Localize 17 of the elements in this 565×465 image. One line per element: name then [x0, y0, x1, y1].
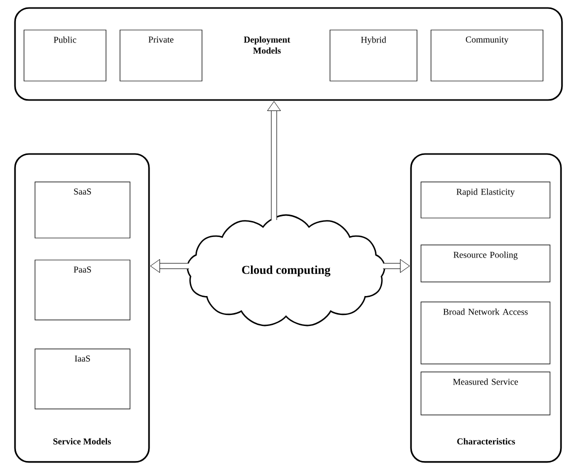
- item-box: Measured Service: [420, 372, 550, 416]
- item-box: IaaS: [34, 348, 130, 410]
- item-box: SaaS: [34, 182, 130, 238]
- block-arrow: [267, 101, 281, 220]
- group-title: Characteristics: [457, 438, 516, 444]
- group-title: Deployment Models: [244, 36, 290, 54]
- item-box: Public: [24, 30, 106, 82]
- item-box: Broad Network Access: [420, 302, 550, 364]
- item-box: Hybrid: [330, 30, 418, 82]
- group-title: Service Models: [53, 438, 111, 444]
- block-arrow: [383, 259, 410, 273]
- item-box: Private: [120, 30, 202, 82]
- item-box: PaaS: [34, 260, 130, 320]
- block-arrow: [150, 259, 189, 273]
- item-box: Community: [430, 30, 544, 82]
- item-box: Resource Pooling: [420, 244, 550, 282]
- item-box: Rapid Elasticity: [420, 182, 550, 218]
